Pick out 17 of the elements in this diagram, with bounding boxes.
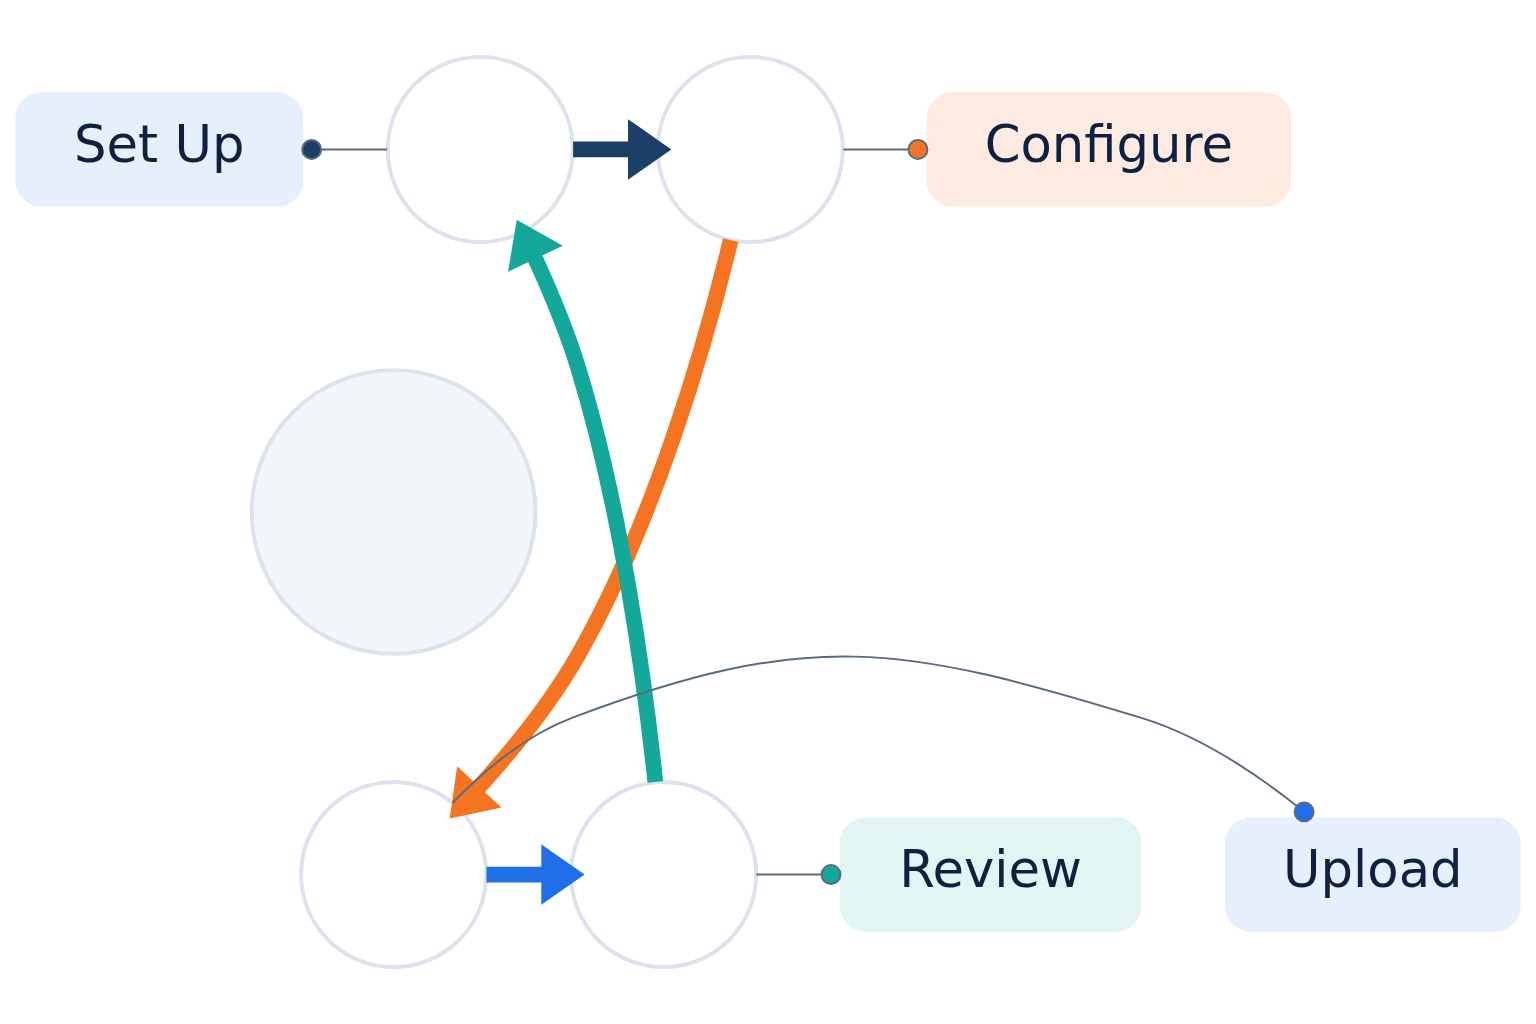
- connector: [451, 655, 1315, 823]
- arrow: [449, 238, 739, 819]
- connector: [842, 139, 929, 160]
- node-circle: [569, 779, 759, 970]
- node-box: Configure: [926, 92, 1292, 207]
- node-circle: [655, 54, 845, 245]
- node-circle: [299, 779, 489, 970]
- arrow: [508, 219, 664, 783]
- node-box: Upload: [1225, 817, 1521, 932]
- arrow: [573, 119, 672, 180]
- node-box: Set Up: [15, 92, 304, 207]
- node-circle: [249, 368, 538, 656]
- arrow: [486, 844, 585, 905]
- connector: [755, 864, 842, 885]
- node-circle: [385, 54, 575, 245]
- node-box: Review: [839, 817, 1142, 932]
- connector: [301, 139, 389, 160]
